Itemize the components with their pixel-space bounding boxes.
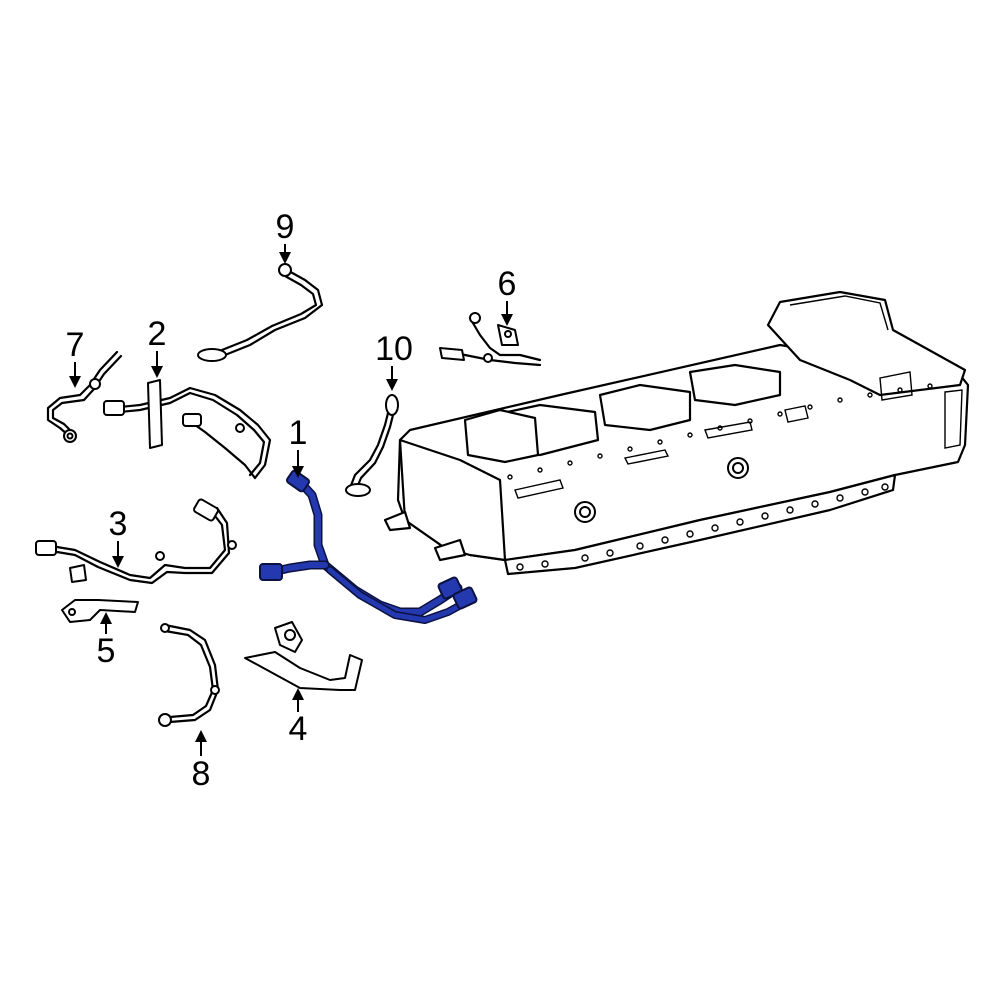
callout-9-label: 9 xyxy=(276,208,295,246)
callout-5-label: 5 xyxy=(97,632,116,670)
callout-4-label: 4 xyxy=(289,710,308,748)
part-3-cable[interactable] xyxy=(35,498,237,585)
part-8-cable[interactable] xyxy=(158,623,220,727)
callout-1-label: 1 xyxy=(289,414,308,452)
part-7-cable[interactable] xyxy=(46,350,123,443)
callout-7-label: 7 xyxy=(66,326,85,364)
bolt-row xyxy=(516,483,889,571)
part-9-cable[interactable] xyxy=(197,263,324,362)
part-10-cable[interactable] xyxy=(345,394,399,497)
rivet-row xyxy=(507,383,933,480)
callouts: 1 2 3 4 5 6 7 8 9 10 xyxy=(66,208,517,793)
part-5-bracket[interactable] xyxy=(61,599,139,623)
callout-6-label: 6 xyxy=(498,265,517,303)
part-2-cable[interactable] xyxy=(103,379,272,480)
callout-8-label: 8 xyxy=(192,755,211,793)
callout-3-label: 3 xyxy=(109,505,128,543)
callout-2-label: 2 xyxy=(148,315,167,353)
battery-pack xyxy=(383,290,970,576)
callout-10-label: 10 xyxy=(375,330,413,368)
part-4-bracket[interactable] xyxy=(244,621,363,691)
part-1-harness[interactable] xyxy=(259,469,478,624)
part-6-cable[interactable] xyxy=(439,312,542,367)
